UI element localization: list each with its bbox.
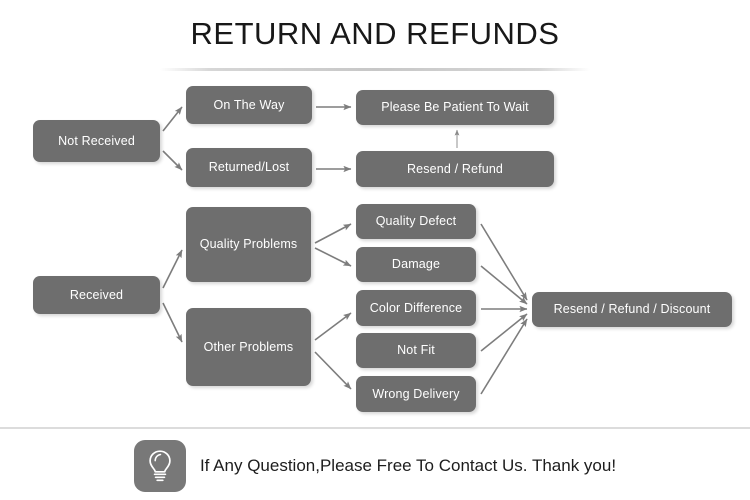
node-label: Quality Defect (375, 214, 457, 228)
node-wrong-delivery[interactable]: Wrong Delivery (356, 376, 476, 412)
node-label: Please Be Patient To Wait (381, 100, 529, 114)
node-label: On The Way (213, 97, 285, 112)
edge-quality-problems-to-damage (314, 247, 352, 267)
edge-wrong-delivery-to-resend-refund-discount (480, 318, 528, 395)
node-damage[interactable]: Damage (356, 247, 476, 282)
node-label: Resend / Refund / Discount (553, 302, 711, 316)
node-other-problems[interactable]: Other Problems (186, 308, 311, 386)
node-resend-refund-discount[interactable]: Resend / Refund / Discount (532, 292, 732, 327)
node-color-difference[interactable]: Color Difference (356, 290, 476, 326)
node-label: Resend / Refund (406, 161, 504, 176)
footer-text: If Any Question,Please Free To Contact U… (199, 456, 617, 475)
edge-damage-to-resend-refund-discount (480, 265, 528, 305)
node-quality-problems[interactable]: Quality Problems (186, 207, 311, 282)
node-label: Not Fit (397, 343, 435, 357)
node-returned-lost[interactable]: Returned/Lost (186, 148, 312, 187)
node-label: Received (69, 287, 124, 302)
node-label: Color Difference (369, 300, 463, 315)
node-resend-refund[interactable]: Resend / Refund (356, 151, 554, 187)
node-label: Not Received (58, 133, 135, 148)
edge-not-received-to-returned-lost (162, 150, 183, 171)
node-label: Damage (391, 257, 441, 271)
footer: If Any Question,Please Free To Contact U… (0, 432, 750, 500)
page-title: RETURN AND REFUNDS (190, 16, 560, 51)
edge-quality-problems-to-quality-defect (314, 223, 352, 244)
edge-quality-defect-to-resend-refund-discount (480, 223, 528, 301)
edge-received-to-quality-problems (162, 249, 183, 289)
footer-divider (0, 427, 750, 429)
return-refunds-flowchart: Not Received On The Way Returned/Lost Pl… (33, 86, 732, 412)
node-not-fit[interactable]: Not Fit (356, 333, 476, 368)
node-not-received[interactable]: Not Received (33, 120, 160, 162)
edge-other-problems-to-color-difference (314, 312, 352, 341)
node-label: Quality Problems (199, 237, 298, 251)
node-label: Returned/Lost (208, 160, 290, 174)
node-label: Wrong Delivery (372, 386, 460, 401)
node-quality-defect[interactable]: Quality Defect (356, 204, 476, 239)
node-please-be-patient-to-wait[interactable]: Please Be Patient To Wait (356, 90, 554, 125)
edge-other-problems-to-wrong-delivery (314, 351, 352, 390)
node-label: Other Problems (203, 339, 294, 354)
lightbulb-icon (133, 440, 186, 492)
node-on-the-way[interactable]: On The Way (186, 86, 312, 124)
node-received[interactable]: Received (33, 276, 160, 314)
title-divider (160, 68, 590, 71)
edge-not-received-to-on-the-way (162, 106, 183, 132)
edge-not-fit-to-resend-refund-discount (480, 313, 528, 352)
edge-received-to-other-problems (162, 302, 183, 343)
